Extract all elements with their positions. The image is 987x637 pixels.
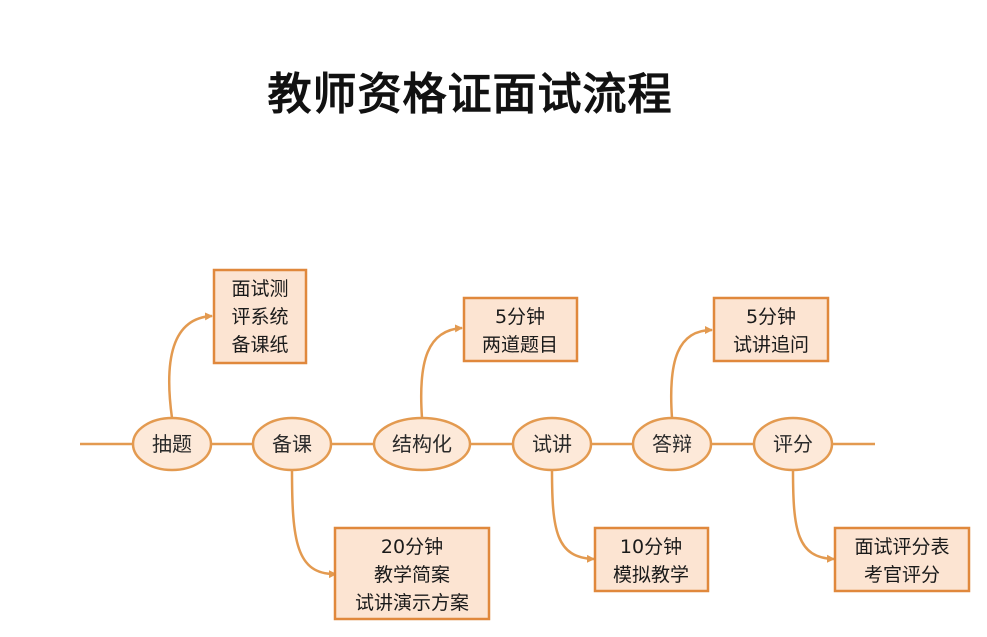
step-node-jiegouhua: 结构化 [372,416,472,472]
note-line: 试讲追问 [733,334,809,356]
note-line: 面试评分表 [854,536,949,558]
step-label: 试讲 [532,432,572,456]
step-node-chouti: 抽题 [131,416,213,472]
note-line: 20分钟 [381,536,443,558]
note-line: 5分钟 [495,306,545,328]
step-node-beike: 备课 [251,416,333,472]
note-line: 两道题目 [482,334,558,356]
step-node-dabian: 答辩 [631,416,713,472]
note-box-shijiang: 10分钟 模拟教学 [593,526,710,593]
note-box-jiegouhua: 5分钟 两道题目 [462,296,579,363]
step-label: 评分 [773,432,813,456]
note-box-beike: 20分钟 教学简案 试讲演示方案 [333,526,491,621]
connector-beike [290,469,337,579]
note-line: 面试测 [231,278,288,300]
note-line: 10分钟 [620,536,682,558]
connector-jiegouhua [419,324,463,419]
step-node-shijiang: 试讲 [511,416,593,472]
note-box-dabian: 5分钟 试讲追问 [712,296,830,363]
page-title: 教师资格证面试流程 [267,69,673,120]
connector-shijiang [550,469,595,563]
connector-dabian [669,326,713,419]
note-line: 考官评分 [864,564,940,586]
step-node-pingfen: 评分 [752,416,834,472]
connector-chouti [168,312,213,419]
step-label: 结构化 [392,432,452,456]
connector-pingfen [791,469,835,563]
step-label: 抽题 [152,432,192,456]
note-box-chouti: 面试测 评系统 备课纸 [212,268,308,365]
note-line: 5分钟 [746,306,796,328]
step-label: 备课 [272,432,312,456]
note-line: 试讲演示方案 [355,592,469,614]
note-line: 教学简案 [374,564,450,586]
step-label: 答辩 [652,432,692,456]
note-box-pingfen: 面试评分表 考官评分 [833,526,971,593]
note-line: 模拟教学 [613,564,689,586]
note-line: 备课纸 [231,334,288,356]
note-line: 评系统 [231,306,288,328]
